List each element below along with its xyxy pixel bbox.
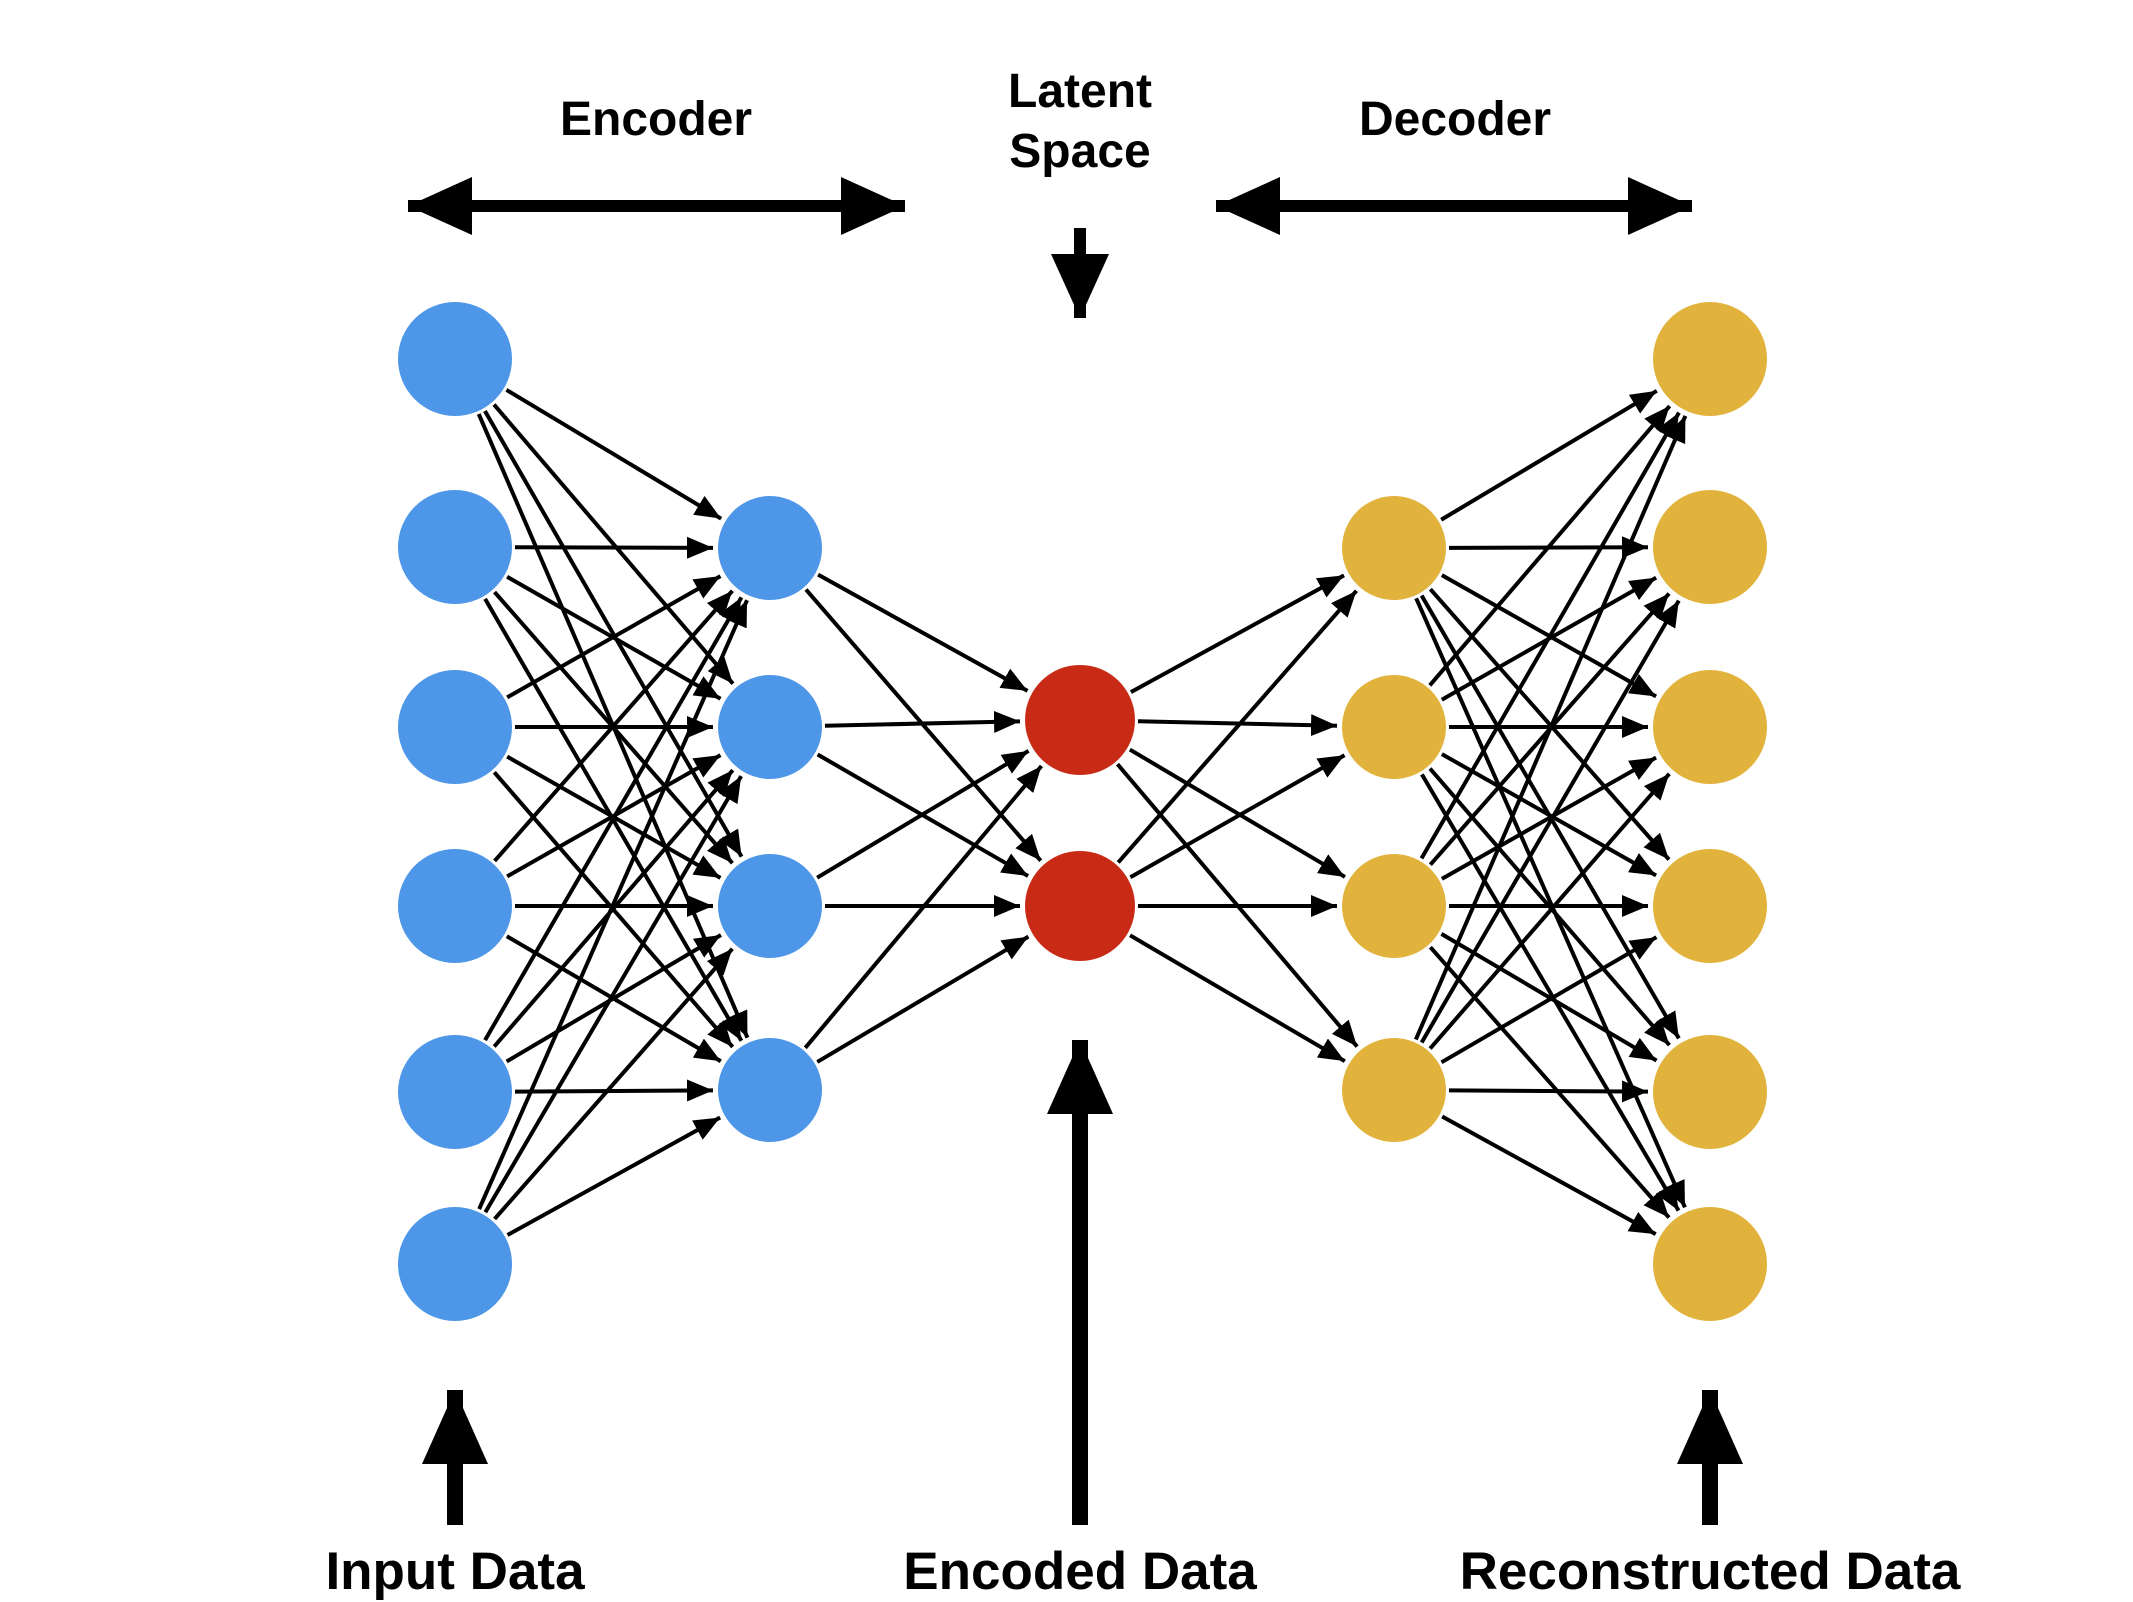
connection-edge bbox=[1441, 1114, 1657, 1236]
latent-space-label-line2: Space bbox=[1009, 125, 1151, 178]
connection-edge bbox=[1428, 772, 1671, 1050]
connection-edge bbox=[816, 749, 1030, 880]
connection-edge bbox=[1128, 747, 1346, 879]
connection-edges bbox=[476, 388, 1688, 1237]
connection-edge bbox=[1419, 599, 1681, 1044]
connection-edge bbox=[1428, 587, 1671, 861]
connection-edge bbox=[505, 388, 723, 521]
latent-space-label: Latent Space bbox=[1008, 62, 1152, 182]
connection-edge bbox=[514, 536, 714, 559]
reconstructed-data-label: Reconstructed Data bbox=[1459, 1542, 1961, 1601]
connection-edge bbox=[1414, 597, 1687, 1209]
input-layer-node bbox=[398, 1207, 512, 1321]
connection-edge bbox=[1440, 389, 1658, 522]
output-layer-node bbox=[1653, 670, 1767, 784]
connection-edge bbox=[514, 1079, 714, 1102]
decoder-hidden-layer-node bbox=[1342, 675, 1446, 779]
output-layer-node bbox=[1653, 490, 1767, 604]
latent-space-label-line1: Latent bbox=[1008, 65, 1152, 118]
encoder-hidden-layer-node bbox=[718, 675, 822, 779]
connection-edge bbox=[1129, 753, 1346, 880]
decoder-hidden-layer-node bbox=[1342, 1038, 1446, 1142]
connection-edge bbox=[1440, 755, 1658, 881]
output-layer-node bbox=[1653, 849, 1767, 963]
network-nodes bbox=[398, 302, 1767, 1321]
connection-edge bbox=[483, 409, 744, 858]
annotation-arrows bbox=[408, 177, 1743, 1525]
connection-edge bbox=[1428, 404, 1672, 687]
input-layer-node bbox=[398, 302, 512, 416]
output-layer-node bbox=[1653, 1035, 1767, 1149]
latent-layer-node bbox=[1025, 851, 1135, 961]
connection-edge bbox=[1440, 932, 1658, 1063]
connection-edge bbox=[817, 572, 1029, 693]
decoder-hidden-layer-node bbox=[1342, 854, 1446, 958]
output-layer-node bbox=[1653, 302, 1767, 416]
encoder-hidden-layer-node bbox=[718, 496, 822, 600]
connection-edge bbox=[492, 403, 735, 685]
connection-edge bbox=[1419, 411, 1681, 860]
connection-edge bbox=[483, 596, 744, 1042]
connection-edge bbox=[1129, 573, 1345, 694]
connection-edge bbox=[493, 947, 734, 1221]
output-layer-node bbox=[1653, 1207, 1767, 1321]
encoded-data-label: Encoded Data bbox=[903, 1542, 1257, 1601]
connection-edge bbox=[1440, 752, 1658, 878]
input-layer-node bbox=[398, 849, 512, 963]
decoder-hidden-layer-node bbox=[1342, 496, 1446, 600]
input-data-label: Input Data bbox=[325, 1542, 585, 1601]
encoder-hidden-layer-node bbox=[718, 854, 822, 958]
encoder-label: Encoder bbox=[559, 93, 753, 146]
connection-edge bbox=[1413, 415, 1688, 1041]
connection-edge bbox=[1116, 589, 1358, 864]
connection-edge bbox=[477, 599, 749, 1210]
input-layer-node bbox=[398, 670, 512, 784]
connection-edge bbox=[506, 1115, 722, 1237]
connection-edge bbox=[1448, 1080, 1649, 1103]
latent-layer-node bbox=[1025, 665, 1135, 775]
input-layer-node bbox=[398, 1035, 512, 1149]
connection-edge bbox=[493, 589, 734, 863]
connection-edge bbox=[1420, 773, 1681, 1212]
connection-edge bbox=[1428, 945, 1671, 1219]
connection-edge bbox=[483, 775, 743, 1214]
encoder-hidden-layer-node bbox=[718, 1038, 822, 1142]
decoder-label: Decoder bbox=[1358, 93, 1552, 146]
connection-edge bbox=[816, 934, 1030, 1064]
connection-edge bbox=[803, 764, 1043, 1050]
connection-edge bbox=[1440, 935, 1658, 1065]
connection-edge bbox=[506, 574, 722, 700]
connection-edge bbox=[824, 710, 1021, 733]
connection-edge bbox=[1129, 933, 1346, 1063]
input-layer-node bbox=[398, 490, 512, 604]
connection-edge bbox=[505, 933, 722, 1064]
